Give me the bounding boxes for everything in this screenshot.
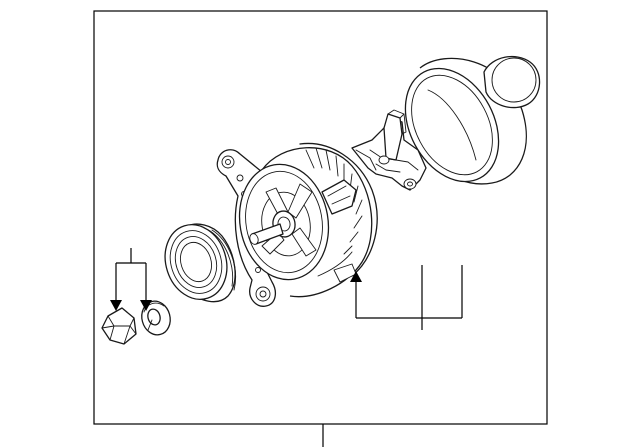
diagram-frame — [93, 10, 548, 425]
alternator-callout — [350, 265, 463, 330]
pulley-icon — [164, 223, 236, 303]
fastener-callout — [110, 248, 152, 311]
voltage-regulator-icon — [351, 109, 427, 191]
rear-cover-cap-icon — [404, 55, 541, 185]
hex-nut-icon — [101, 307, 137, 345]
washer-icon — [141, 300, 171, 336]
alternator-icon — [216, 142, 378, 307]
